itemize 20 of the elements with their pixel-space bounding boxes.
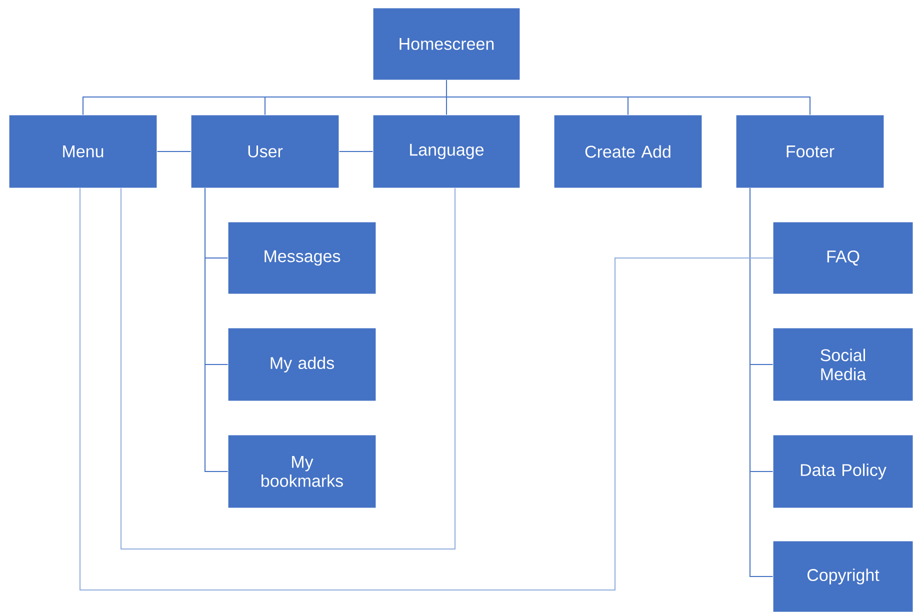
page-box: FAQ [772,222,913,294]
page-box: Copyright [772,540,913,612]
page-box: Data Policy [772,434,913,508]
connector-line [80,188,774,590]
connector-line [446,80,810,116]
page-box: My adds [228,328,376,402]
page-box: Messages [228,222,376,294]
connector-line [204,188,228,472]
page-box: Menu [8,114,158,188]
page-box: Language [372,114,520,188]
page-box: Social Media [772,328,913,402]
page-box: Create Add [554,114,702,188]
page-box: My bookmarks [228,434,376,508]
connector-line [750,188,774,577]
page-box: User [190,114,340,188]
connector-line [156,151,192,152]
page-box: Footer [736,114,884,188]
connector-line [338,151,374,152]
page-box: Homescreen [372,8,520,80]
connector-line [120,188,456,550]
